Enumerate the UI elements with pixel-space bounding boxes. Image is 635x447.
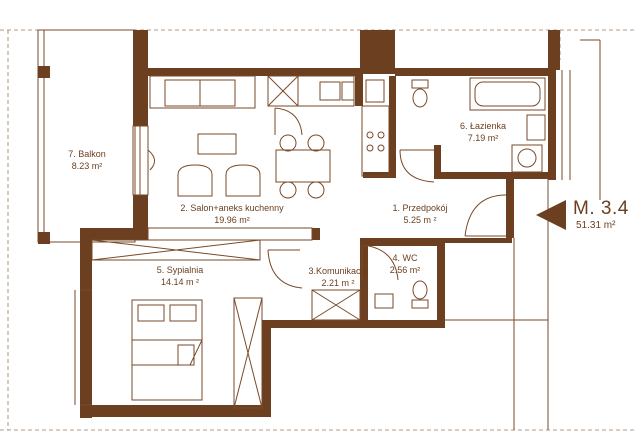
room-name: 7. Balkon — [68, 149, 106, 159]
room-area: 2.21 m ² — [321, 278, 355, 288]
exterior-right — [445, 39, 601, 430]
room-name: 6. Łazienka — [459, 121, 507, 131]
entrance-door — [464, 194, 507, 237]
balcony-post — [38, 232, 50, 244]
dining-table — [275, 134, 331, 199]
bedroom-wardrobe — [91, 227, 313, 409]
balcony-outline — [37, 29, 136, 243]
bath-sink — [526, 114, 546, 141]
bathroom-door — [399, 149, 435, 183]
bedroom-window — [74, 289, 92, 406]
room-name: 5. Sypialnia — [156, 265, 204, 275]
balcony-door — [132, 125, 155, 196]
bath-toilet — [411, 79, 429, 108]
room-area: 14.14 m ² — [160, 277, 200, 287]
room-label-lazienka: 6. Łazienka 7.19 m² — [448, 120, 518, 144]
bathtub — [469, 77, 546, 111]
room-area: 19.96 m² — [214, 215, 250, 225]
bed — [131, 299, 203, 401]
room-label-sypialnia: 5. Sypialnia 14.14 m ² — [145, 264, 215, 288]
room-label-salon: 2. Salon+aneks kuchenny 19.96 m² — [172, 202, 292, 226]
bedroom-door — [267, 249, 303, 289]
balcony-post — [38, 66, 50, 78]
room-area: 5.25 m ² — [403, 215, 437, 225]
kitchen-door — [274, 107, 303, 136]
walls — [80, 30, 560, 418]
sofa — [149, 75, 256, 109]
wc-door — [361, 244, 399, 281]
washing-machine — [511, 144, 543, 173]
room-name: 4. WC — [392, 253, 418, 263]
unit-area: 51.31 m² — [576, 220, 616, 231]
room-label-balkon: 7. Balkon 8.23 m² — [52, 148, 122, 172]
entrance-arrow-icon — [536, 200, 566, 230]
room-name: 3.Komunikacja — [308, 266, 368, 276]
room-name: 1. Przedpokój — [392, 203, 448, 213]
room-label-przedpokoj: 1. Przedpokój 5.25 m ² — [385, 202, 455, 226]
coffee-table — [197, 133, 237, 155]
room-name: 2. Salon+aneks kuchenny — [180, 203, 284, 213]
kitchen-counter — [267, 75, 390, 177]
room-area: 2.56 m² — [389, 265, 421, 275]
unit-title: M. 3.4 — [573, 198, 629, 219]
hall-wardrobe — [311, 289, 361, 321]
armchairs — [177, 164, 261, 197]
room-label-komunikacja: 3.Komunikacja 2.21 m ² — [308, 265, 368, 289]
room-label-wc: 4. WC 2.56 m² — [380, 252, 430, 276]
room-area: 8.23 m² — [71, 161, 103, 171]
room-area: 7.19 m² — [467, 133, 499, 143]
nightstand — [177, 344, 195, 366]
wc-fixtures — [374, 280, 429, 309]
